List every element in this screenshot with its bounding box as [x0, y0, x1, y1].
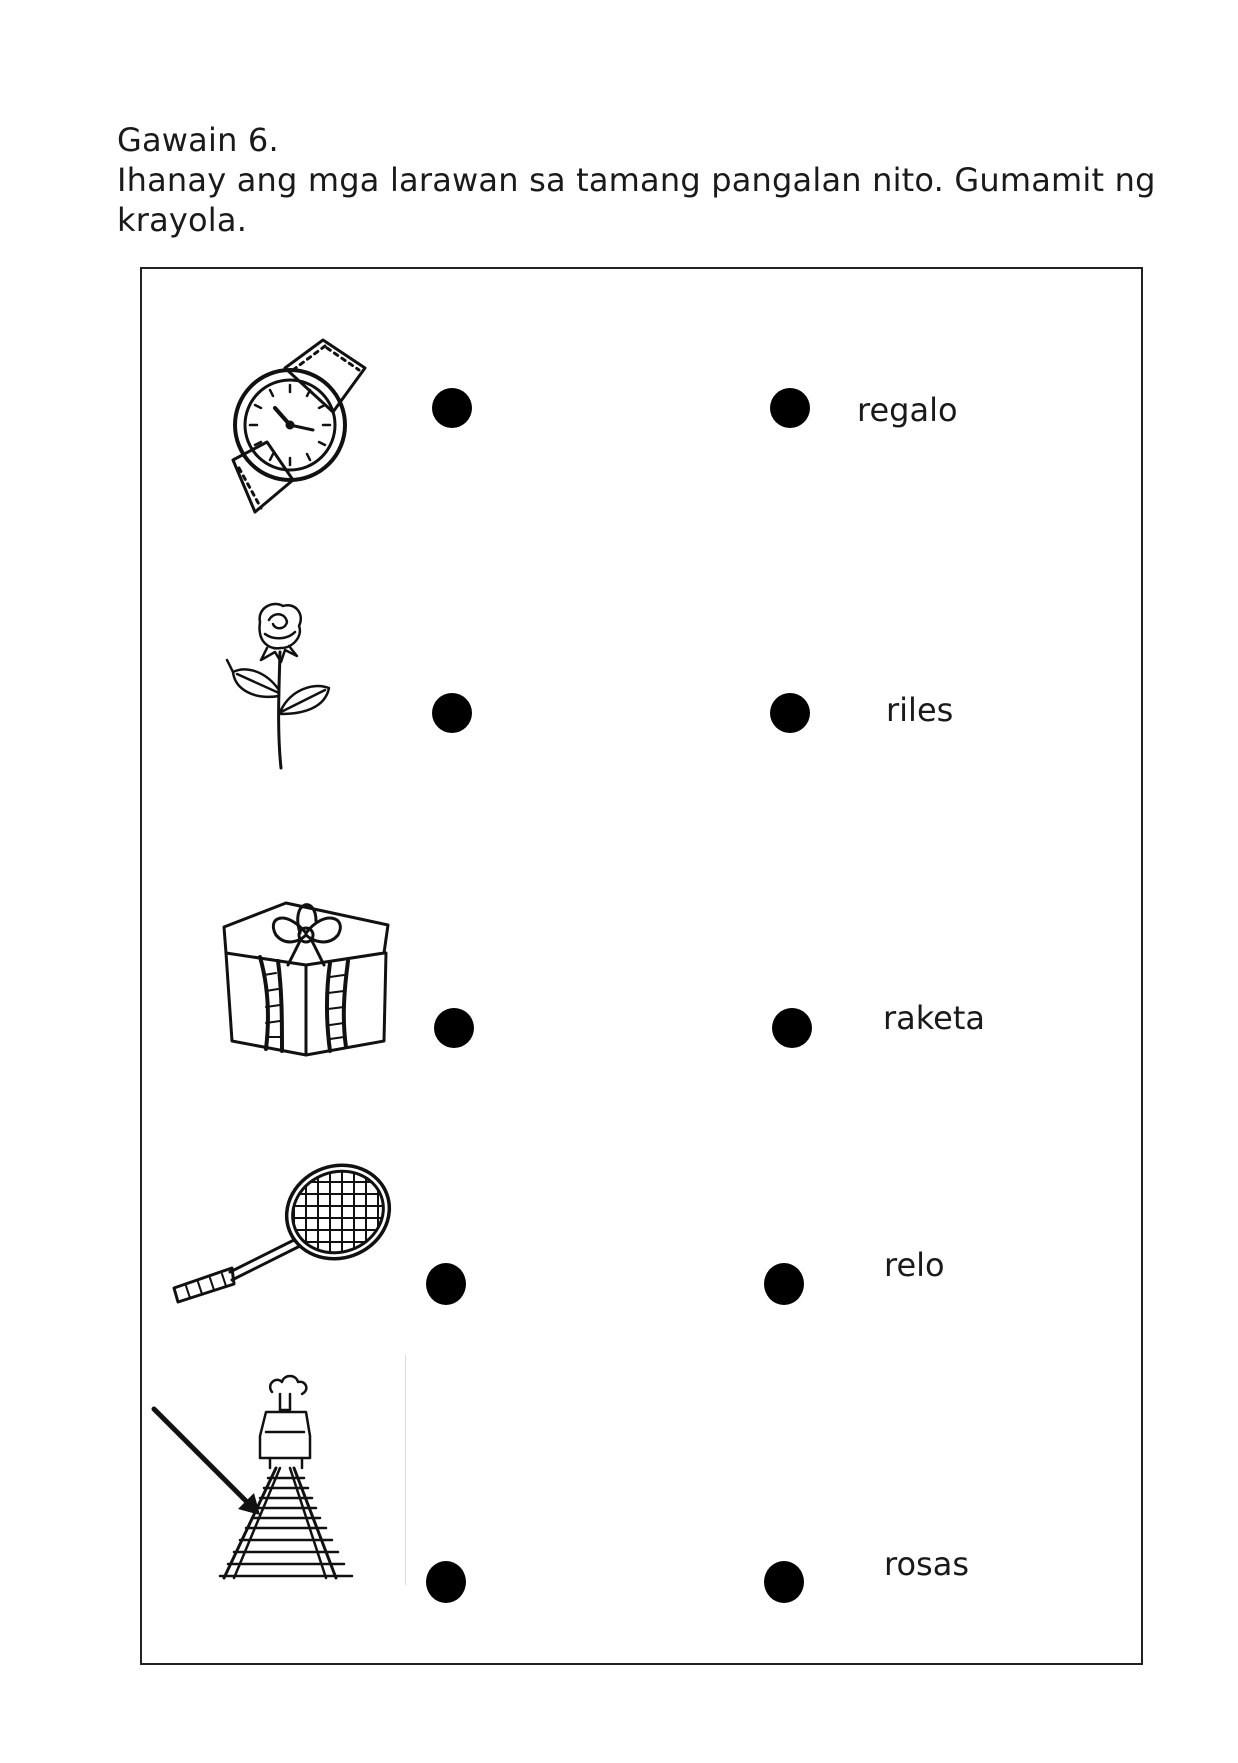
picture-dot-2[interactable] [432, 693, 472, 733]
picture-dot-3[interactable] [434, 1008, 474, 1048]
example-arrow-icon [151, 1406, 260, 1515]
word-relo: relo [884, 1246, 945, 1284]
picture-dot-4[interactable] [426, 1263, 466, 1305]
instruction-line-1: Ihanay ang mga larawan sa tamang pangala… [117, 161, 1156, 199]
wristwatch-icon [215, 330, 375, 520]
word-dot-2[interactable] [770, 693, 810, 733]
word-riles: riles [886, 691, 954, 729]
word-regalo: regalo [857, 391, 958, 429]
gift-box-icon [220, 895, 390, 1065]
word-dot-3[interactable] [772, 1008, 812, 1048]
word-raketa: raketa [883, 999, 985, 1037]
picture-dot-1[interactable] [432, 388, 472, 428]
word-dot-5[interactable] [764, 1561, 804, 1603]
word-rosas: rosas [884, 1545, 969, 1583]
matching-box [140, 267, 1143, 1665]
racket-icon [170, 1150, 400, 1310]
railroad-track-icon [210, 1370, 380, 1580]
word-dot-4[interactable] [764, 1263, 804, 1305]
word-dot-1[interactable] [770, 388, 810, 428]
worksheet-heading: Gawain 6. Ihanay ang mga larawan sa tama… [117, 120, 1197, 240]
faint-divider [405, 1355, 406, 1585]
worksheet-title: Gawain 6. [117, 121, 279, 159]
rose-icon [225, 600, 335, 770]
instruction-line-2: krayola. [117, 201, 248, 239]
picture-dot-5[interactable] [426, 1561, 466, 1603]
